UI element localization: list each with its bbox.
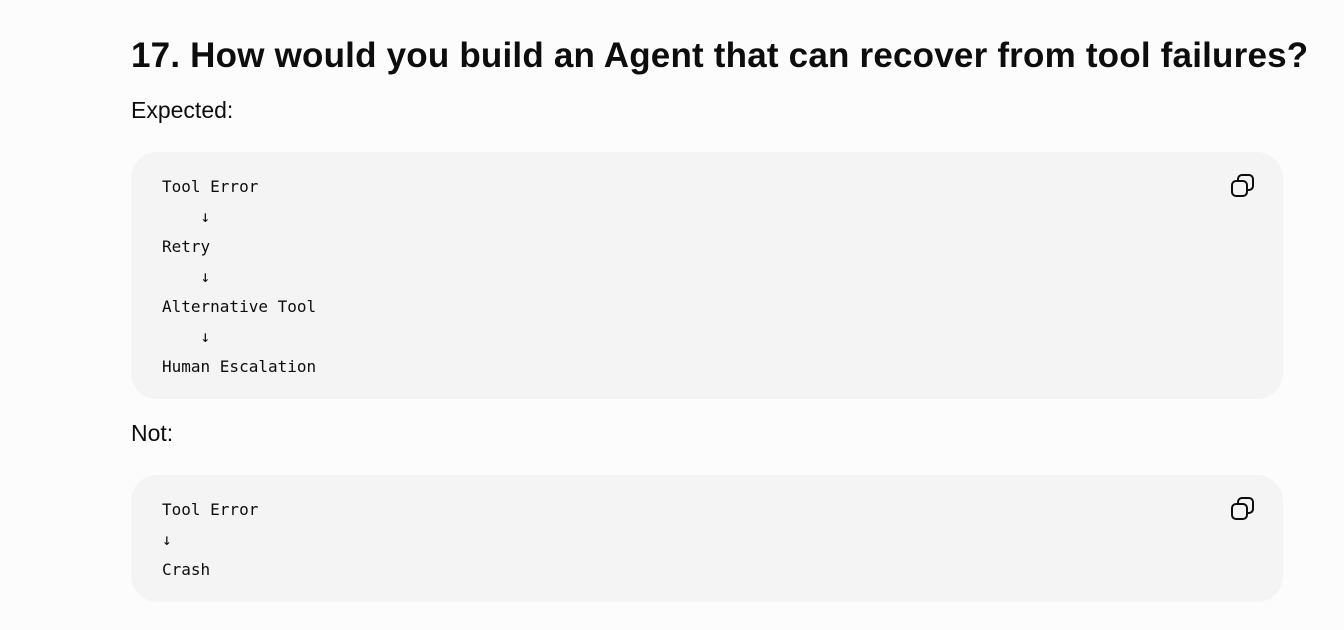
copy-icon — [1231, 174, 1254, 197]
question-heading: 17. How would you build an Agent that ca… — [131, 36, 1309, 75]
copy-code-button[interactable] — [1229, 172, 1257, 200]
copy-icon — [1231, 497, 1254, 520]
code-content: Tool Error ↓ Retry ↓ Alternative Tool ↓ … — [162, 172, 1252, 382]
code-line: ↓ — [162, 207, 211, 226]
code-content: Tool Error ↓ Crash — [162, 495, 1252, 585]
code-line: ↓ — [162, 327, 211, 346]
code-line: Tool Error — [162, 177, 259, 196]
code-line: ↓ — [162, 530, 172, 549]
code-line: Tool Error — [162, 500, 259, 519]
code-line: Human Escalation — [162, 357, 317, 376]
code-line: ↓ — [162, 267, 211, 286]
code-line: Crash — [162, 560, 211, 579]
expected-label: Expected: — [131, 97, 234, 123]
not-code-block: Tool Error ↓ Crash — [131, 475, 1283, 602]
code-line: Alternative Tool — [162, 297, 317, 316]
expected-code-block: Tool Error ↓ Retry ↓ Alternative Tool ↓ … — [131, 152, 1283, 399]
not-label: Not: — [131, 420, 174, 446]
copy-code-button[interactable] — [1229, 495, 1257, 523]
code-line: Retry — [162, 237, 211, 256]
